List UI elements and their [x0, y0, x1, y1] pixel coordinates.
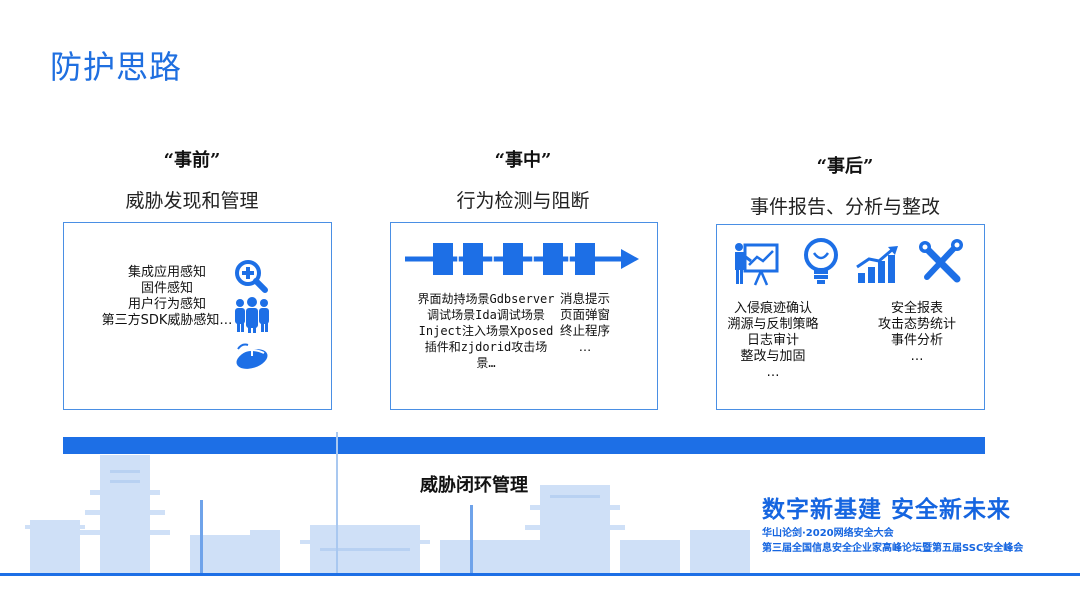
presenter-board-icon: [735, 243, 779, 286]
after-box-left-list: 入侵痕迹确认 溯源与反制策略 日志审计 整改与加固 …: [723, 301, 823, 381]
list-item: …: [766, 365, 780, 380]
phase-after-subtitle: 事件报告、分析与整改: [749, 196, 940, 218]
lightbulb-icon: [804, 238, 838, 284]
phase-before-subtitle: 威胁发现和管理: [125, 190, 259, 212]
people-group-icon: [235, 297, 269, 333]
phase-before: “事前” 威胁发现和管理: [52, 146, 332, 213]
during-box-actions: 消息提示 页面弹窗 终止程序 …: [557, 291, 613, 355]
list-item: 景…: [476, 356, 496, 370]
footer-slogan: 数字新基建 安全新未来: [762, 497, 1012, 523]
before-box: 集成应用感知 固件感知 用户行为感知 第三方SDK威胁感知…: [63, 222, 332, 410]
list-item: 用户行为感知: [127, 297, 206, 312]
list-item: 调试场景Ida调试场景: [427, 308, 545, 322]
list-item: 溯源与反制策略: [727, 317, 819, 332]
list-item: 入侵痕迹确认: [733, 301, 812, 316]
phase-after-quote: “事后”: [816, 156, 874, 177]
closed-loop-bar: [63, 437, 985, 454]
phase-before-quote: “事前”: [163, 150, 221, 171]
skyline-decoration: [0, 432, 1080, 576]
list-item: 第三方SDK威胁感知…: [101, 313, 233, 328]
list-item: 整改与加固: [740, 349, 806, 364]
closed-loop-label: 威胁闭环管理: [420, 475, 528, 496]
list-item: 插件和zjdorid攻击场: [424, 340, 548, 354]
list-item: 页面弹窗: [559, 307, 610, 322]
after-box: 入侵痕迹确认 溯源与反制策略 日志审计 整改与加固 … 安全报表 攻击态势统计 …: [716, 224, 985, 410]
mouse-icon: [236, 343, 268, 369]
phase-during: “事中” 行为检测与阻断: [383, 146, 663, 213]
tools-icon: [919, 239, 963, 283]
list-item: 终止程序: [559, 323, 610, 338]
list-item: 安全报表: [890, 301, 943, 316]
pipeline-arrow-icon: [405, 243, 639, 275]
list-item: 攻击态势统计: [877, 317, 956, 332]
phase-during-subtitle: 行为检测与阻断: [456, 190, 590, 212]
footer-line1: 华山论剑·2020网络安全大会: [762, 528, 894, 539]
list-item: …: [578, 339, 592, 354]
during-box: 界面劫持场景Gdbserver 调试场景Ida调试场景 Inject注入场景Xp…: [390, 222, 658, 410]
list-item: 消息提示: [559, 291, 610, 306]
page-title: 防护思路: [50, 48, 183, 86]
during-box-scenes: 界面劫持场景Gdbserver 调试场景Ida调试场景 Inject注入场景Xp…: [411, 291, 561, 371]
growth-chart-icon: [856, 246, 898, 283]
list-item: …: [910, 349, 924, 364]
list-item: 日志审计: [746, 333, 799, 348]
before-box-text: 集成应用感知 固件感知 用户行为感知 第三方SDK威胁感知…: [92, 265, 242, 329]
after-box-right-list: 安全报表 攻击态势统计 事件分析 …: [867, 301, 967, 365]
list-item: 界面劫持场景Gdbserver: [417, 292, 555, 306]
phase-after: “事后” 事件报告、分析与整改: [705, 152, 985, 219]
footer-line2: 第三届全国信息安全企业家高峰论坛暨第五届SSC安全峰会: [762, 543, 1024, 554]
phase-during-quote: “事中”: [494, 150, 552, 171]
list-item: 集成应用感知: [127, 265, 206, 280]
list-item: 固件感知: [140, 281, 193, 296]
search-plus-icon: [235, 260, 268, 293]
list-item: Inject注入场景Xposed: [418, 324, 554, 338]
list-item: 事件分析: [890, 333, 943, 348]
